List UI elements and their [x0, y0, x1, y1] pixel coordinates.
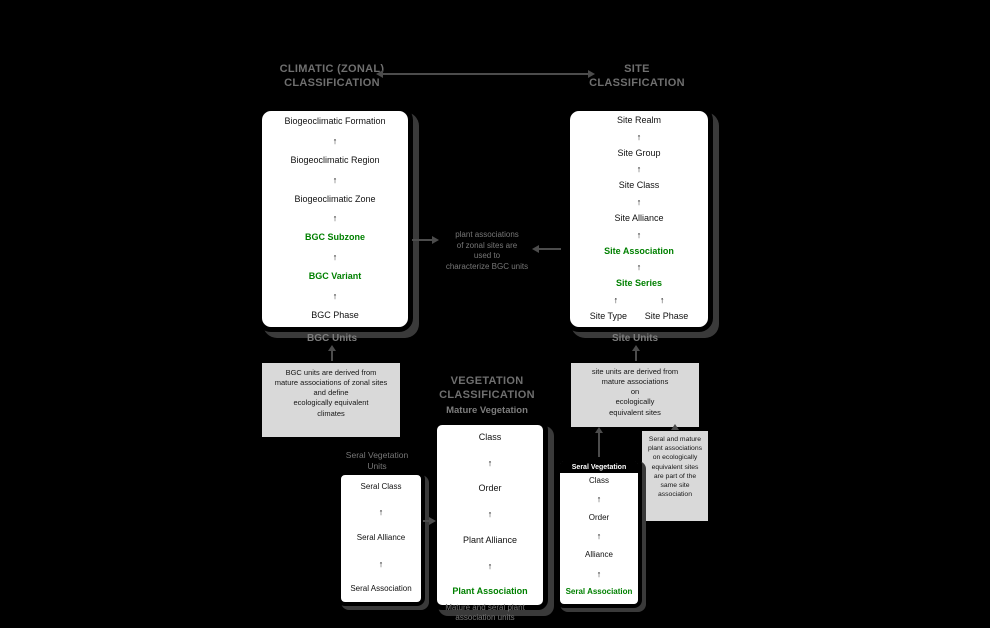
up-arrow-icon: ↑ — [613, 295, 619, 306]
climatic-units-box: Biogeoclimatic Formation ↑ Biogeoclimati… — [257, 106, 413, 332]
up-arrow-icon: ↑ — [596, 531, 602, 542]
seral-mature-equivalence-note: Seral and mature plant associations on e… — [642, 431, 708, 521]
climatic-level-bgc-phase: BGC Phase — [311, 309, 359, 320]
site-level-site-association: Site Association — [604, 245, 674, 256]
arrowhead-right-icon — [588, 70, 595, 78]
climatic-classification-heading: CLIMATIC (ZONAL) CLASSIFICATION — [252, 62, 412, 91]
up-arrow-icon: ↑ — [636, 164, 642, 175]
seral-units-box: Seral Class ↑ Seral Alliance ↑ Seral Ass… — [337, 471, 425, 606]
site-units-box: Site Realm ↑ Site Group ↑ Site Class ↑ S… — [565, 106, 713, 332]
up-arrow-icon: ↑ — [332, 252, 338, 263]
climatic-level-bgc-variant: BGC Variant — [308, 271, 362, 282]
up-arrow-icon: ↑ — [596, 494, 602, 505]
vegetation-heading-line2: CLASSIFICATION — [439, 389, 535, 402]
arrowhead-right-icon — [432, 236, 439, 244]
arrowhead-up-icon — [595, 427, 603, 433]
site-level-site-phase: Site Phase — [644, 311, 689, 322]
seral-unit-level: Seral Class — [360, 482, 402, 491]
seral-unit-level: Seral Association — [350, 584, 412, 594]
climatic-level: Biogeoclimatic Region — [290, 154, 380, 165]
vegetation-level: Plant Alliance — [462, 534, 518, 545]
climatic-heading-line1: CLIMATIC (ZONAL) — [279, 63, 385, 75]
site-level: Site Realm — [616, 115, 661, 125]
arrowhead-left-icon — [532, 245, 539, 253]
bgc-units-caption: BGC Units — [307, 333, 357, 344]
seral-vegetation-level: Order — [588, 513, 610, 523]
up-arrow-icon: ↑ — [636, 197, 642, 208]
seral-vegetation-level: Class — [588, 476, 609, 485]
seral-unit-level: Seral Alliance — [356, 533, 406, 543]
site-level: Site Class — [618, 180, 660, 191]
up-arrow-icon: ↑ — [636, 262, 642, 273]
connector-line — [383, 73, 588, 75]
vegetation-level-plant-association: Plant Association — [452, 586, 528, 597]
mature-vegetation-box: Class ↑ Order ↑ Plant Alliance ↑ Plant A… — [432, 420, 548, 610]
seral-vegetation-box-title: Seral Vegetation — [560, 461, 638, 473]
site-units-caption: Site Units — [611, 333, 659, 344]
site-heading-line2: CLASSIFICATION — [589, 77, 685, 90]
climatic-level: Biogeoclimatic Formation — [284, 116, 386, 126]
seral-vegetation-box: Seral Vegetation Class ↑ Order ↑ Allianc… — [556, 457, 642, 608]
climatic-level: Biogeoclimatic Zone — [294, 193, 376, 204]
zonal-link-note: plant associations of zonal sites are us… — [445, 230, 529, 271]
up-arrow-icon: ↑ — [487, 509, 493, 520]
vegetation-classification-heading: VEGETATION CLASSIFICATION — [427, 374, 547, 403]
bgc-derivation-note: BGC units are derived from mature associ… — [262, 363, 400, 437]
arrowhead-up-icon — [328, 345, 336, 351]
vegetation-level: Class — [478, 432, 502, 442]
arrowhead-up-icon — [671, 424, 679, 430]
connector-line — [412, 239, 433, 241]
arrowhead-right-icon — [429, 517, 436, 525]
up-arrow-icon: ↑ — [332, 174, 338, 185]
seral-units-title: Seral Vegetation Units — [345, 450, 409, 471]
up-arrow-icon: ↑ — [378, 507, 384, 518]
connector-line — [423, 520, 430, 522]
up-arrow-icon: ↑ — [487, 458, 493, 469]
site-level: Site Alliance — [614, 213, 664, 224]
climatic-level-bgc-subzone: BGC Subzone — [305, 232, 365, 243]
up-arrow-icon: ↑ — [487, 560, 493, 571]
up-arrow-icon: ↑ — [332, 213, 338, 224]
connector-line — [598, 433, 600, 457]
connector-line — [539, 248, 561, 250]
site-level-site-type: Site Type — [589, 311, 628, 322]
site-level: Site Group — [617, 147, 661, 158]
site-level-site-series: Site Series — [615, 278, 663, 289]
vegetation-heading-line1: VEGETATION — [450, 375, 524, 387]
connector-line — [331, 350, 333, 361]
up-arrow-icon: ↑ — [636, 131, 642, 142]
site-derivation-note: site units are derived from mature assoc… — [571, 363, 699, 427]
arrowhead-left-icon — [376, 70, 383, 78]
seral-vegetation-level-seral-association: Seral Association — [565, 587, 633, 597]
up-arrow-icon: ↑ — [378, 558, 384, 569]
seral-vegetation-level: Alliance — [584, 550, 613, 560]
up-arrow-icon: ↑ — [332, 135, 338, 146]
vegetation-units-caption: Mature and seral plant association units — [445, 603, 525, 623]
vegetation-level: Order — [478, 483, 502, 494]
site-heading-line1: SITE — [624, 63, 650, 75]
connector-line — [635, 350, 637, 361]
arrowhead-up-icon — [632, 345, 640, 351]
up-arrow-icon: ↑ — [659, 295, 665, 306]
mature-vegetation-label: Mature Vegetation — [446, 405, 528, 416]
climatic-heading-line2: CLASSIFICATION — [284, 77, 380, 90]
up-arrow-icon: ↑ — [332, 291, 338, 302]
up-arrow-icon: ↑ — [636, 229, 642, 240]
site-classification-heading: SITE CLASSIFICATION — [557, 62, 717, 91]
up-arrow-icon: ↑ — [596, 568, 602, 579]
